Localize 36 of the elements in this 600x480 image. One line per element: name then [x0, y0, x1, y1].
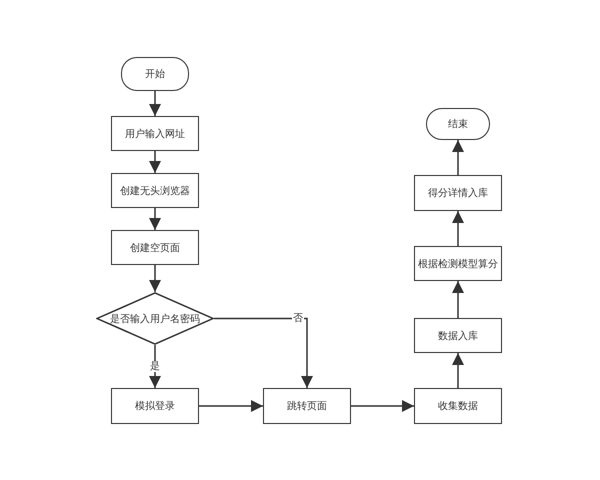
arrow — [149, 91, 161, 116]
node-text: 数据入库 — [438, 330, 478, 342]
terminal-box — [121, 57, 189, 91]
process-box — [111, 116, 199, 151]
process-box — [414, 388, 502, 424]
arrow — [149, 151, 161, 173]
arrow — [149, 265, 161, 292]
node-text: 是否输入用户名密码 — [110, 312, 200, 326]
arrow — [452, 353, 464, 388]
arrow — [351, 400, 414, 412]
terminal-box — [426, 108, 490, 140]
process-box — [414, 318, 502, 353]
arrow — [452, 140, 464, 175]
node-text: 创建无头浏览器 — [120, 184, 190, 198]
node-text: 收集数据 — [438, 400, 478, 413]
arrow — [452, 281, 464, 318]
edge-label: 否 — [292, 312, 304, 324]
process-box — [111, 388, 199, 424]
process-box — [414, 175, 502, 211]
node-text: 根据检测模型算分 — [418, 258, 498, 270]
node-text: 用户输入网址 — [125, 128, 185, 140]
node-text: 创建空页面 — [130, 242, 180, 254]
process-box — [414, 246, 502, 281]
arrow — [149, 208, 161, 230]
node-text: 结束 — [448, 118, 468, 131]
arrow — [199, 400, 263, 412]
node-text: 得分详情入库 — [428, 186, 488, 200]
node-text: 开始 — [145, 68, 165, 81]
arrow — [452, 211, 464, 246]
node-text: 跳转页面 — [287, 400, 327, 413]
arrow — [214, 318, 313, 388]
process-box — [263, 388, 351, 424]
process-box — [111, 173, 199, 208]
process-box — [111, 230, 199, 265]
edge-label: 是 — [149, 360, 161, 372]
node-text: 模拟登录 — [135, 400, 175, 413]
